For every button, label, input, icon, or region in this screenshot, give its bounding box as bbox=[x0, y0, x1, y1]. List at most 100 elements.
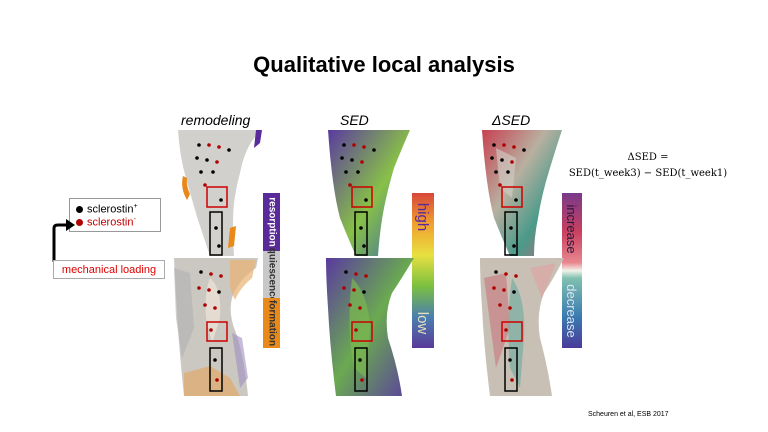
sclerostin-dot bbox=[502, 143, 506, 147]
remodeling-week3-bone bbox=[174, 258, 258, 396]
sed-week1-bone bbox=[328, 130, 410, 256]
sclerostin-dot bbox=[508, 306, 512, 310]
sclerostin-dot bbox=[514, 274, 518, 278]
sclerostin-dot bbox=[348, 183, 352, 187]
roi-black-box-bottom bbox=[209, 347, 223, 392]
sclerostin-dot bbox=[219, 274, 223, 278]
roi-red-box-bottom bbox=[206, 321, 228, 342]
sclerostin-dot bbox=[508, 358, 512, 362]
roi-black-box-top bbox=[354, 211, 368, 256]
sclerostin-dot bbox=[354, 272, 358, 276]
resorption-segment: resorption bbox=[263, 193, 280, 251]
sed-low-label: low bbox=[414, 312, 431, 335]
sclerostin-dot bbox=[344, 270, 348, 274]
sclerostin-dot bbox=[207, 288, 211, 292]
sclerostin-dot bbox=[211, 170, 215, 174]
sclerostin-dot bbox=[360, 378, 364, 382]
sclerostin-dot bbox=[209, 272, 213, 276]
sclerostin-dot bbox=[492, 286, 496, 290]
sclerostin-dot bbox=[498, 183, 502, 187]
sclerostin-dot bbox=[494, 270, 498, 274]
sclerostin-dot bbox=[348, 303, 352, 307]
sclerostin-dot bbox=[500, 158, 504, 162]
citation: Scheuren et al, ESB 2017 bbox=[588, 411, 669, 418]
roi-black-box-top bbox=[504, 211, 518, 256]
sclerostin-dot bbox=[354, 328, 358, 332]
sclerostin-dot bbox=[362, 290, 366, 294]
sclerostin-dot bbox=[203, 183, 207, 187]
sclerostin-dot bbox=[494, 170, 498, 174]
mechanical-loading-label: mechanical loading bbox=[53, 260, 165, 279]
sclerostin-dot bbox=[362, 145, 366, 149]
sclerostin-dot bbox=[342, 143, 346, 147]
sclerostin-dot bbox=[197, 143, 201, 147]
sclerostin-dot bbox=[215, 378, 219, 382]
sclerostin-dot bbox=[358, 306, 362, 310]
sclerostin-dot bbox=[372, 148, 376, 152]
sclerostin-dot bbox=[504, 328, 508, 332]
sclerostin-dot bbox=[215, 160, 219, 164]
sclerostin-dot bbox=[362, 244, 366, 248]
sclerostin-dot bbox=[199, 170, 203, 174]
sclerostin-dot bbox=[512, 244, 516, 248]
remodeling-week1-bone bbox=[178, 130, 262, 256]
delta-sed-formula: ΔSED = SED(t_week3) − SED(t_week1) bbox=[556, 150, 740, 182]
sclerostin-dot bbox=[490, 156, 494, 160]
roi-red-box-top bbox=[351, 186, 373, 208]
roi-red-box-top bbox=[501, 186, 523, 208]
sclerostin-dot bbox=[217, 145, 221, 149]
sclerostin-dot bbox=[504, 272, 508, 276]
column-title-sed: SED bbox=[340, 112, 369, 128]
increase-label: increase bbox=[564, 204, 579, 253]
loading-arrow-icon bbox=[52, 219, 75, 262]
column-title-delta-sed: ΔSED bbox=[492, 112, 531, 128]
sclerostin-dot bbox=[203, 303, 207, 307]
sclerostin-dot bbox=[512, 145, 516, 149]
sclerostin-dot bbox=[509, 226, 513, 230]
sclerostin-dot bbox=[342, 286, 346, 290]
roi-red-box-top bbox=[206, 186, 228, 208]
sclerostin-negative-label: sclerostin- bbox=[87, 216, 136, 229]
roi-red-box-bottom bbox=[351, 321, 373, 342]
sclerostin-dot bbox=[510, 160, 514, 164]
sclerostin-dot bbox=[359, 226, 363, 230]
column-title-remodeling: remodeling bbox=[181, 112, 251, 128]
sclerostin-dot bbox=[506, 170, 510, 174]
roi-red-box-bottom bbox=[501, 321, 523, 342]
sclerostin-dot bbox=[340, 156, 344, 160]
sclerostin-dot bbox=[207, 143, 211, 147]
formula-line-1: ΔSED = bbox=[627, 152, 669, 163]
sclerostin-dot bbox=[522, 148, 526, 152]
sclerostin-dot bbox=[502, 288, 506, 292]
sclerostin-dot bbox=[364, 198, 368, 202]
sclerostin-dot bbox=[217, 290, 221, 294]
roi-black-box-top bbox=[209, 211, 223, 256]
sclerostin-negative-dot bbox=[76, 218, 83, 226]
sclerostin-dot bbox=[205, 158, 209, 162]
sclerostin-dot bbox=[358, 358, 362, 362]
sclerostin-dot bbox=[219, 198, 223, 202]
sclerostin-dot bbox=[364, 274, 368, 278]
sclerostin-positive-label: sclerostin+ bbox=[87, 203, 138, 216]
sclerostin-dot bbox=[498, 303, 502, 307]
sclerostin-dot bbox=[512, 290, 516, 294]
sclerostin-dot bbox=[492, 143, 496, 147]
sclerostin-dot bbox=[510, 378, 514, 382]
sclerostin-dot bbox=[344, 170, 348, 174]
sed-high-label: high bbox=[414, 203, 431, 231]
roi-black-box-bottom bbox=[354, 347, 368, 392]
sclerostin-dot bbox=[360, 160, 364, 164]
formation-segment: formation bbox=[263, 298, 280, 348]
sclerostin-dot bbox=[352, 288, 356, 292]
delta-sed-colorbar: increase decrease bbox=[562, 193, 582, 348]
remodeling-panels bbox=[174, 130, 262, 396]
roi-black-box-bottom bbox=[504, 347, 518, 392]
formula-line-2: SED(t_week3) − SED(t_week1) bbox=[568, 168, 728, 179]
sclerostin-dot bbox=[209, 328, 213, 332]
sclerostin-dot bbox=[214, 226, 218, 230]
remodeling-colorbar: resorption quiescence formation bbox=[263, 193, 280, 348]
sclerostin-dot bbox=[217, 244, 221, 248]
sclerostin-dot bbox=[197, 286, 201, 290]
sed-week3-bone bbox=[326, 258, 414, 396]
